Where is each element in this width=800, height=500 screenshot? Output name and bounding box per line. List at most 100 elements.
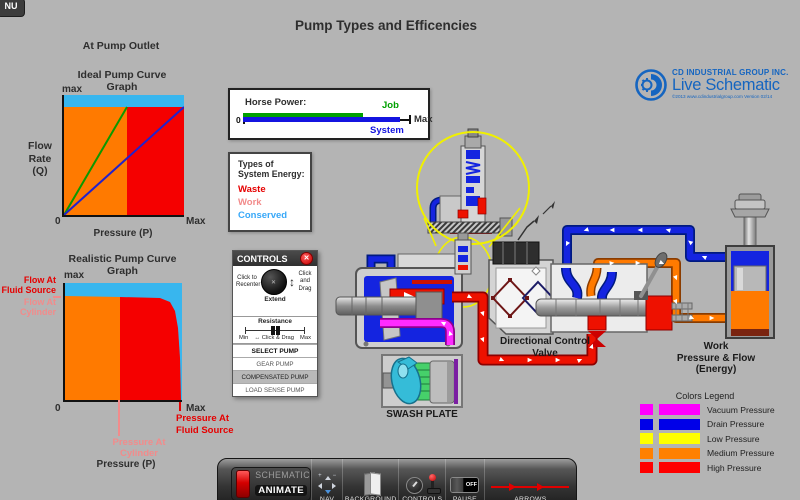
pump-option-gear[interactable]: GEAR PUMP: [233, 357, 317, 370]
flow-at-cylinder-label: Flow At Cylinder: [19, 297, 56, 318]
ideal-graph-lines: [64, 106, 184, 215]
resistance-section: Resistance Min ↔ Click & Drag Max: [233, 317, 317, 344]
pause-label: PAUSE: [452, 496, 477, 500]
energy-title-2: System Energy:: [238, 169, 305, 179]
dcv-label-line1: Directional Control: [499, 336, 590, 347]
logo-fineprint: ©2013 www.cdindustrialgroup.com Version …: [672, 94, 773, 99]
background-label: BACKGROUND: [344, 496, 397, 500]
legend-bar-medium: [659, 447, 700, 459]
joystick-left-label: Click to Recenter: [236, 274, 261, 289]
compensator-valve-magnified: [427, 128, 513, 237]
realistic-graph-x0: 0: [55, 403, 61, 414]
energy-conserved: Conserved: [238, 210, 288, 221]
legend-label-low: Low Pressure: [707, 433, 760, 444]
swash-plate-label: SWASH PLATE: [386, 409, 458, 420]
ideal-graph-ylabel: Flow Rate (Q): [28, 140, 52, 178]
schematic-label: SCHEMATIC: [255, 470, 310, 480]
legend-swatch-vacuum: [640, 404, 653, 415]
realistic-graph-xlabel: Pressure (P): [96, 459, 156, 470]
legend-label-medium: Medium Pressure: [707, 448, 775, 458]
legend-swatch-drain: [640, 418, 653, 430]
realistic-graph-title: Realistic Pump Curve Graph: [68, 253, 177, 277]
joystick-knob[interactable]: ✕: [260, 269, 287, 295]
legend-bar-high: [659, 462, 700, 473]
energy-title-1: Types of: [238, 159, 274, 169]
horsepower-zero: 0: [236, 115, 241, 125]
ideal-graph-ymax: max: [62, 84, 83, 95]
background-pages-icon: [360, 472, 382, 496]
pump-option-load-sense[interactable]: LOAD SENSE PUMP: [233, 383, 317, 396]
hp-job-bar: [243, 112, 363, 117]
controls-panel: CONTROLS ✕ Click to Recenter ✕ ↕ Click a…: [232, 250, 318, 397]
flow-callout-tick: [53, 296, 61, 298]
legend-swatch-low: [640, 433, 653, 444]
ideal-graph-xmax: Max: [186, 216, 206, 227]
joystick-right-label: Click and Drag: [298, 270, 312, 292]
realistic-graph-xmax: Max: [186, 403, 206, 414]
energy-waste: Waste: [238, 184, 266, 195]
realistic-graph-areas: [65, 296, 181, 400]
controls-panel-title: CONTROLS: [237, 253, 288, 264]
close-icon[interactable]: ✕: [300, 252, 313, 265]
pressure-cylinder-line: [118, 400, 120, 436]
horizontal-drag-arrow-icon: ↔: [254, 335, 261, 341]
energy-work: Work: [238, 197, 262, 208]
at-pump-outlet-label: At Pump Outlet: [82, 40, 160, 52]
legend-label-drain: Drain Pressure: [707, 419, 765, 429]
pump-option-compensated[interactable]: COMPENSATED PUMP: [233, 370, 317, 383]
toolbar-controls[interactable]: CONTROLS: [398, 459, 445, 500]
schematic-animate-toggle[interactable]: SCHEMATIC ANIMATE: [218, 459, 311, 500]
nu-button[interactable]: NU: [0, 0, 25, 17]
flow-at-fluid-source-label: Flow At Fluid Source: [1, 275, 56, 295]
work-cylinder: [725, 193, 775, 339]
pause-toggle-icon[interactable]: OFF: [450, 477, 480, 493]
dcv-label-line2: Valve: [532, 347, 558, 359]
resistance-min: Min: [239, 335, 249, 341]
colors-legend: Vacuum Pressure Drain Pressure Low Press…: [640, 404, 775, 473]
legend-label-high: High Pressure: [707, 462, 762, 473]
controls-label: CONTROLS: [402, 496, 443, 500]
toolbar-background[interactable]: BACKGROUND: [341, 459, 399, 500]
resistance-slider[interactable]: [245, 326, 305, 335]
ideal-graph-title: Ideal Pump Curve Graph: [77, 69, 167, 93]
joystick-extend-label: Extend: [264, 296, 286, 303]
toolbar-nav[interactable]: + − NAV: [311, 459, 342, 500]
nav-compass-icon: + −: [318, 473, 337, 494]
toolbar-arrows[interactable]: ARROWS: [483, 459, 576, 500]
vertical-drag-arrow-icon: ↕: [289, 275, 295, 289]
nav-label: NAV: [319, 496, 335, 500]
pressure-at-cylinder-label: Pressure At Cylinder: [112, 437, 166, 460]
legend-bar-low: [659, 433, 700, 444]
arrows-label: ARROWS: [514, 496, 547, 500]
horsepower-system-label: System: [370, 125, 404, 136]
realistic-graph-plot: [63, 283, 182, 402]
energy-types-box: Types of System Energy: Waste Work Conse…: [228, 152, 312, 232]
toolbar-pause[interactable]: OFF PAUSE: [445, 459, 484, 500]
logo-company: CD INDUSTRIAL GROUP INC.: [672, 68, 789, 77]
animate-switch-icon[interactable]: [236, 470, 251, 498]
work-label: Work Pressure & Flow (Energy): [660, 341, 772, 376]
controls-gauge-joystick-icon: [405, 474, 441, 494]
colors-legend-title: Colors Legend: [675, 391, 735, 401]
legend-bar-drain: [659, 418, 700, 430]
legend-bar-vacuum: [659, 404, 700, 415]
legend-swatch-medium: [640, 447, 653, 459]
directional-control-valve: [488, 201, 693, 347]
pressure-at-fluid-source-label: Pressure At Fluid Source: [176, 413, 234, 436]
resistance-handle-b[interactable]: [276, 326, 280, 335]
work-label-line3: (Energy): [695, 364, 737, 375]
legend-swatch-high: [640, 462, 653, 473]
resistance-handle-a[interactable]: [271, 326, 275, 335]
horsepower-max: Max: [414, 114, 433, 125]
dcv-label: Directional Control Valve: [485, 336, 605, 359]
ideal-conserved-band: [64, 95, 184, 107]
ideal-graph-x0: 0: [55, 216, 61, 227]
work-label-line1: Work: [703, 341, 729, 352]
controls-panel-header[interactable]: CONTROLS ✕: [233, 251, 317, 266]
ideal-graph-plot: [62, 95, 184, 217]
swash-plate-image: [381, 354, 463, 408]
ideal-red-region: [127, 107, 184, 215]
resistance-max: Max: [300, 335, 311, 341]
realistic-graph-ymax: max: [64, 270, 85, 281]
